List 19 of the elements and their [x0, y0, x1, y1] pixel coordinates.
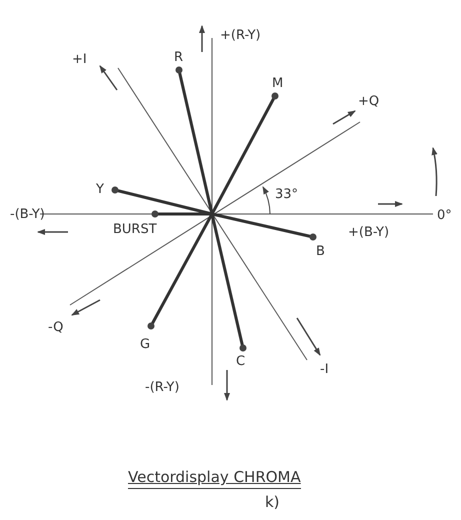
axis-label: +(B-Y): [348, 225, 390, 240]
axis-label: -(R-Y): [145, 380, 180, 395]
vector-label: B: [316, 244, 325, 259]
vector-label: BURST: [113, 222, 157, 237]
figure-label: k): [265, 495, 280, 510]
axis-label: -(B-Y): [10, 207, 45, 222]
axis-label: +Q: [358, 94, 380, 109]
vector-label: C: [236, 354, 246, 369]
axis-label: -Q: [48, 320, 64, 335]
vector-label: Y: [96, 182, 104, 197]
axis-label: -I: [320, 362, 329, 377]
axis-label: +I: [72, 52, 87, 67]
vector-label: G: [140, 337, 150, 352]
axis-label: +(R-Y): [220, 28, 261, 43]
angle-label: 0°: [437, 208, 452, 223]
caption: Vectordisplay CHROMA: [128, 470, 301, 489]
angle-label: 33°: [275, 187, 298, 202]
vector-label: R: [174, 50, 184, 65]
vector-label: M: [272, 76, 284, 91]
